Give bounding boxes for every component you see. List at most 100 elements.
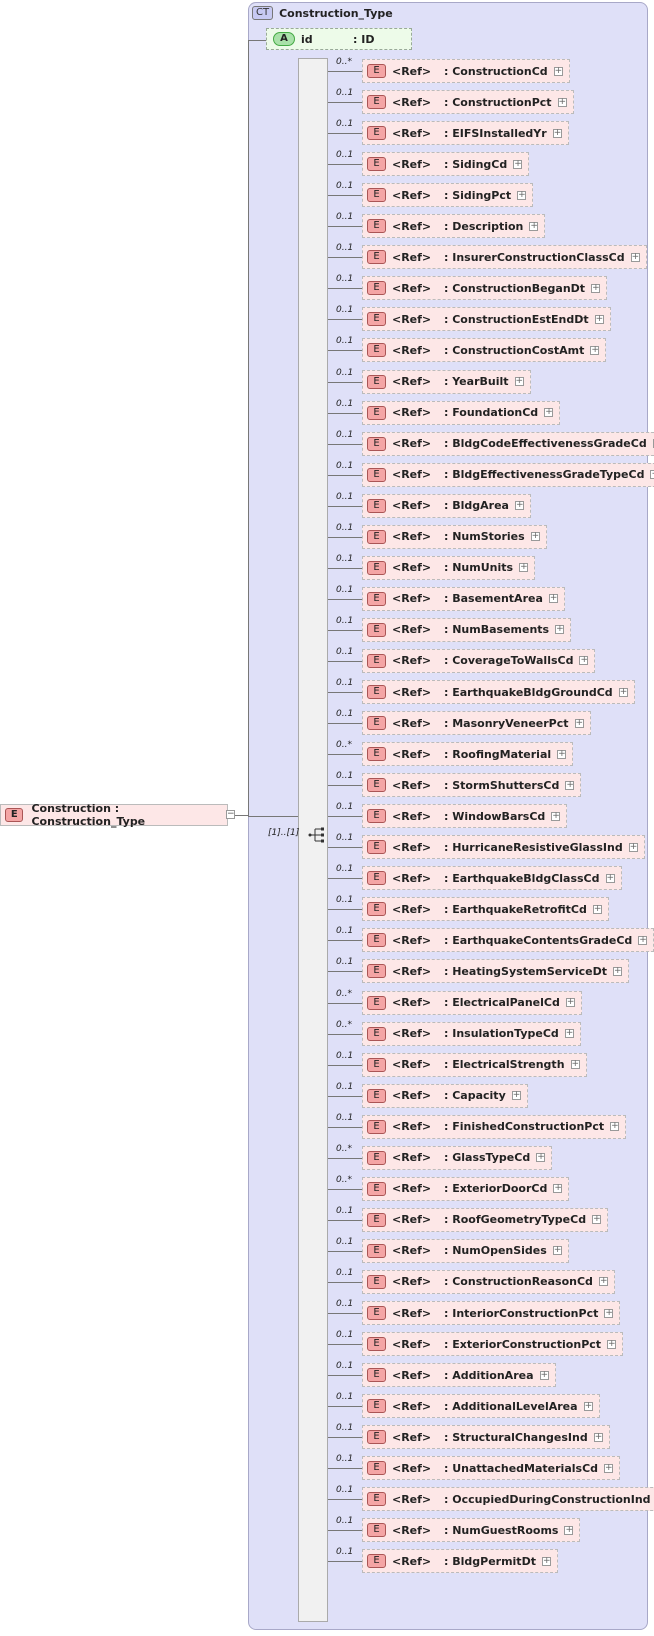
element-node[interactable]: E<Ref>: FoundationCd+ [362, 400, 561, 425]
element-node[interactable]: E<Ref>: HeatingSystemServiceDt+ [362, 959, 629, 984]
expand-plus-icon[interactable]: + [557, 748, 567, 759]
element-node[interactable]: E<Ref>: InsurerConstructionClassCd+ [362, 245, 647, 270]
expand-plus-icon[interactable]: + [593, 1431, 603, 1442]
expand-plus-icon[interactable]: + [565, 997, 575, 1007]
expand-plus-icon[interactable]: + [607, 1338, 617, 1349]
expand-plus-icon[interactable]: + [565, 779, 575, 790]
element-node[interactable]: E<Ref>: Capacity+ [362, 1083, 528, 1108]
expand-plus-icon[interactable]: + [513, 158, 523, 169]
element-node[interactable]: E<Ref>: ConstructionCd+ [362, 59, 570, 83]
element-node[interactable]: E<Ref>: InteriorConstructionPct+ [362, 1301, 621, 1325]
element-node[interactable]: E<Ref>: CoverageToWallsCd+ [362, 648, 596, 673]
element-badge: E [367, 622, 386, 637]
expand-plus-icon[interactable]: + [579, 655, 589, 666]
element-node[interactable]: E<Ref>: AdditionArea+ [362, 1363, 556, 1388]
collapse-minus-icon[interactable]: − [226, 809, 235, 819]
expand-plus-icon[interactable]: + [592, 903, 602, 914]
expand-plus-icon[interactable]: + [541, 1555, 551, 1566]
expand-plus-icon[interactable]: + [598, 1276, 608, 1287]
expand-plus-icon[interactable]: + [529, 220, 539, 231]
expand-plus-icon[interactable]: + [613, 965, 622, 976]
expand-plus-icon[interactable]: + [552, 1245, 562, 1256]
expand-plus-icon[interactable]: + [628, 841, 638, 852]
element-node[interactable]: E<Ref>: ElectricalPanelCd+ [362, 990, 582, 1015]
attribute-id-node[interactable]: A id : ID [266, 28, 412, 50]
element-node[interactable]: E<Ref>: EarthquakeContentsGradeCd+ [362, 928, 654, 953]
root-element-node[interactable]: E Construction : Construction_Type [0, 802, 228, 828]
expand-plus-icon[interactable]: + [570, 1059, 580, 1070]
expand-plus-icon[interactable]: + [592, 1214, 602, 1225]
element-node[interactable]: E<Ref>: ExteriorConstructionPct+ [362, 1332, 624, 1357]
element-node[interactable]: E<Ref>: WindowBarsCd+ [362, 804, 568, 829]
element-node[interactable]: E<Ref>: MasonryVeneerPct+ [362, 711, 591, 736]
expand-plus-icon[interactable]: + [594, 313, 604, 324]
element-node[interactable]: E<Ref>: BasementArea+ [362, 586, 565, 611]
element-node[interactable]: E<Ref>: EarthquakeBldgGroundCd+ [362, 680, 635, 704]
element-node[interactable]: E<Ref>: NumOpenSides+ [362, 1238, 569, 1263]
element-node[interactable]: E<Ref>: RoofingMaterial+ [362, 742, 574, 767]
element-node[interactable]: E<Ref>: StructuralChangesInd+ [362, 1425, 610, 1450]
expand-plus-icon[interactable]: + [604, 1462, 614, 1473]
element-node[interactable]: E<Ref>: SidingCd+ [362, 152, 530, 177]
element-node[interactable]: E<Ref>: ElectricalStrength+ [362, 1052, 587, 1077]
element-node[interactable]: E<Ref>: ExteriorDoorCd+ [362, 1176, 570, 1201]
expand-plus-icon[interactable]: + [638, 934, 648, 945]
expand-plus-icon[interactable]: + [583, 1400, 593, 1411]
expand-plus-icon[interactable]: + [610, 1121, 620, 1132]
element-node[interactable]: E<Ref>: NumGuestRooms+ [362, 1518, 581, 1543]
expand-plus-icon[interactable]: + [517, 189, 527, 200]
element-node[interactable]: E<Ref>: GlassTypeCd+ [362, 1145, 553, 1170]
element-node[interactable]: E<Ref>: ConstructionBeganDt+ [362, 276, 608, 301]
expand-plus-icon[interactable]: + [536, 1152, 546, 1163]
expand-plus-icon[interactable]: + [650, 470, 654, 480]
expand-plus-icon[interactable]: + [544, 407, 554, 418]
expand-plus-icon[interactable]: + [514, 376, 524, 386]
expand-plus-icon[interactable]: + [519, 562, 529, 573]
element-node[interactable]: E<Ref>: EIFSInstalledYr+ [362, 121, 569, 146]
element-node[interactable]: E<Ref>: UnattachedMaterialsCd+ [362, 1456, 621, 1481]
expand-plus-icon[interactable]: + [564, 1028, 574, 1039]
element-node[interactable]: E<Ref>: EarthquakeRetrofitCd+ [362, 897, 609, 922]
element-node[interactable]: E<Ref>: BldgPermitDt+ [362, 1549, 558, 1574]
expand-plus-icon[interactable]: + [553, 1183, 563, 1194]
expand-plus-icon[interactable]: + [591, 282, 601, 293]
element-node[interactable]: E<Ref>: NumBasements+ [362, 617, 572, 642]
expand-plus-icon[interactable]: + [539, 1369, 549, 1380]
element-node[interactable]: E<Ref>: NumStories+ [362, 524, 547, 549]
expand-plus-icon[interactable]: + [564, 1524, 574, 1535]
element-node[interactable]: E<Ref>: StormShuttersCd+ [362, 773, 582, 798]
expand-plus-icon[interactable]: + [548, 593, 558, 604]
expand-plus-icon[interactable]: + [511, 1090, 521, 1101]
expand-plus-icon[interactable]: + [618, 686, 628, 697]
element-node[interactable]: E<Ref>: YearBuilt+ [362, 369, 531, 394]
element-node[interactable]: E<Ref>: InsulationTypeCd+ [362, 1021, 581, 1046]
element-node[interactable]: E<Ref>: BldgEffectivenessGradeTypeCd+ [362, 462, 654, 487]
expand-plus-icon[interactable]: + [590, 344, 600, 355]
expand-plus-icon[interactable]: + [514, 500, 524, 511]
expand-plus-icon[interactable]: + [574, 717, 584, 728]
expand-plus-icon[interactable]: + [557, 96, 567, 107]
element-node[interactable]: E<Ref>: EarthquakeBldgClassCd+ [362, 866, 622, 891]
expand-plus-icon[interactable]: + [551, 810, 561, 821]
element-node[interactable]: E<Ref>: ConstructionEstEndDt+ [362, 307, 611, 332]
expand-plus-icon[interactable]: + [605, 872, 615, 883]
expand-plus-icon[interactable]: + [552, 127, 562, 138]
expand-plus-icon[interactable]: + [555, 624, 565, 635]
element-node[interactable]: E<Ref>: BldgCodeEffectivenessGradeCd+ [362, 431, 654, 456]
element-node[interactable]: E<Ref>: BldgArea+ [362, 493, 531, 518]
expand-plus-icon[interactable]: + [553, 65, 563, 76]
element-node[interactable]: E<Ref>: HurricaneResistiveGlassInd+ [362, 835, 645, 860]
element-node[interactable]: E<Ref>: OccupiedDuringConstructionInd+ [362, 1487, 654, 1512]
element-node[interactable]: E<Ref>: FinishedConstructionPct+ [362, 1114, 627, 1139]
element-node[interactable]: E<Ref>: RoofGeometryTypeCd+ [362, 1207, 609, 1232]
element-node[interactable]: E<Ref>: ConstructionCostAmt+ [362, 338, 607, 363]
expand-plus-icon[interactable]: + [630, 251, 640, 262]
element-node[interactable]: E<Ref>: NumUnits+ [362, 555, 536, 580]
element-node[interactable]: E<Ref>: Description+ [362, 214, 546, 239]
element-node[interactable]: E<Ref>: ConstructionPct+ [362, 90, 574, 115]
expand-plus-icon[interactable]: + [530, 531, 540, 542]
element-node[interactable]: E<Ref>: SidingPct+ [362, 183, 534, 208]
expand-plus-icon[interactable]: + [604, 1307, 614, 1318]
element-node[interactable]: E<Ref>: ConstructionReasonCd+ [362, 1269, 615, 1294]
element-node[interactable]: E<Ref>: AdditionalLevelArea+ [362, 1394, 600, 1419]
